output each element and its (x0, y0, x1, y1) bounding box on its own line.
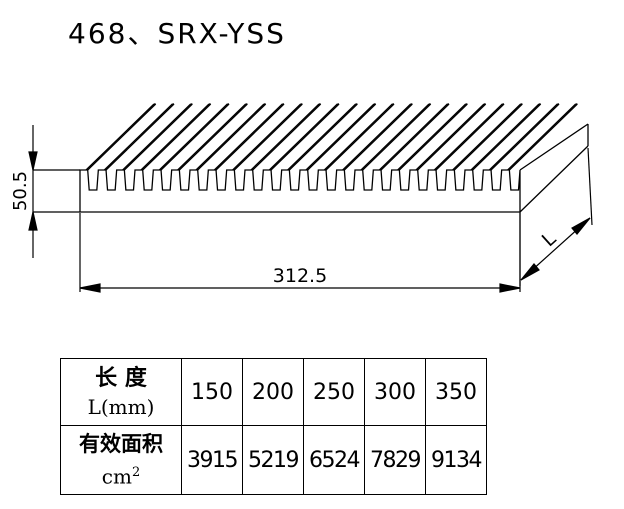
table-row-area: 有效面积 cm2 3915 5219 6524 7829 9134 (60, 425, 487, 495)
length-header-cell: 长 度 L(mm) (60, 358, 182, 426)
length-value: 150 (181, 358, 243, 426)
area-unit: cm (101, 464, 132, 489)
fin-back-edge (270, 103, 340, 171)
fin-back-edge (343, 103, 413, 171)
area-value: 5219 (242, 425, 304, 495)
length-label: 长 度 (95, 365, 147, 391)
fin-back-edge (507, 103, 577, 171)
fin-back-edge (105, 103, 175, 171)
fin-back-edge (215, 103, 285, 171)
profile-front-face (79, 169, 521, 213)
fin-back-edge (103, 103, 173, 171)
fin-back-edge (177, 103, 247, 171)
width-dimension-label: 312.5 (273, 265, 327, 287)
area-value: 6524 (303, 425, 365, 495)
fin-back-edge (142, 103, 212, 171)
area-unit-wrap: cm2 (61, 459, 181, 491)
area-value: 7829 (364, 425, 426, 495)
fin-back-edge (252, 103, 322, 171)
block-side-edge (519, 123, 589, 171)
area-header-cell: 有效面积 cm2 (60, 425, 182, 495)
fin-back-edge (452, 103, 522, 171)
height-dimension (28, 125, 80, 258)
fin-back-edge (490, 103, 560, 171)
length-value: 250 (303, 358, 365, 426)
spec-table: 长 度 L(mm) 150 200 250 300 350 有效面积 cm2 3… (60, 358, 487, 495)
fin-back-edge (415, 103, 485, 171)
fin-back-edge (433, 103, 503, 171)
fin-back-edge (508, 103, 578, 171)
fin-back-edge (158, 103, 228, 171)
fin-back-edge (342, 103, 412, 171)
fin-back-edge (397, 103, 467, 171)
fin-back-edge (195, 103, 265, 171)
length-value: 200 (242, 358, 304, 426)
fin-back-edge (453, 103, 523, 171)
fin-back-edge (378, 103, 448, 171)
drawing-title: 468、SRX-YSS (68, 17, 286, 50)
fin-back-edge (472, 103, 542, 171)
fin-back-edge (435, 103, 505, 171)
fin-back-edge (287, 103, 357, 171)
area-value: 9134 (425, 425, 487, 495)
fin-back-edge (140, 103, 210, 171)
heatsink-profile (79, 103, 589, 213)
fin-back-edge (362, 103, 432, 171)
block-side-edge (519, 145, 589, 213)
area-unit-exponent: 2 (131, 465, 141, 481)
fin-back-edge (380, 103, 450, 171)
fin-back-edge (398, 103, 468, 171)
fin-back-edge (232, 103, 302, 171)
length-value: 350 (425, 358, 487, 426)
fin-back-edge (233, 103, 303, 171)
fin-back-edge (323, 103, 393, 171)
fin-back-edge (488, 103, 558, 171)
fin-back-edge (288, 103, 358, 171)
fin-back-edge (213, 103, 283, 171)
table-row-length: 长 度 L(mm) 150 200 250 300 350 (60, 358, 487, 426)
fin-back-edge (122, 103, 192, 171)
heatsink-drawing: 50.5 312.5 L (10, 103, 593, 293)
length-dimension (519, 147, 593, 286)
fin-back-edge (87, 103, 157, 171)
fin-back-edge (268, 103, 338, 171)
fin-back-edge (197, 103, 267, 171)
area-label: 有效面积 (79, 431, 163, 457)
fin-back-edge (417, 103, 487, 171)
fin-back-edge (85, 103, 155, 171)
length-unit: L(mm) (87, 395, 155, 419)
fin-back-edge (123, 103, 193, 171)
area-value: 3915 (181, 425, 243, 495)
fin-back-edge (250, 103, 320, 171)
fin-back-edge (160, 103, 230, 171)
length-value: 300 (364, 358, 426, 426)
fin-back-edge (325, 103, 395, 171)
fin-back-edge (470, 103, 540, 171)
fin-back-edge (360, 103, 430, 171)
fin-back-edge (307, 103, 377, 171)
fin-back-edge (305, 103, 375, 171)
fin-back-edge (178, 103, 248, 171)
height-dimension-label: 50.5 (10, 171, 31, 211)
